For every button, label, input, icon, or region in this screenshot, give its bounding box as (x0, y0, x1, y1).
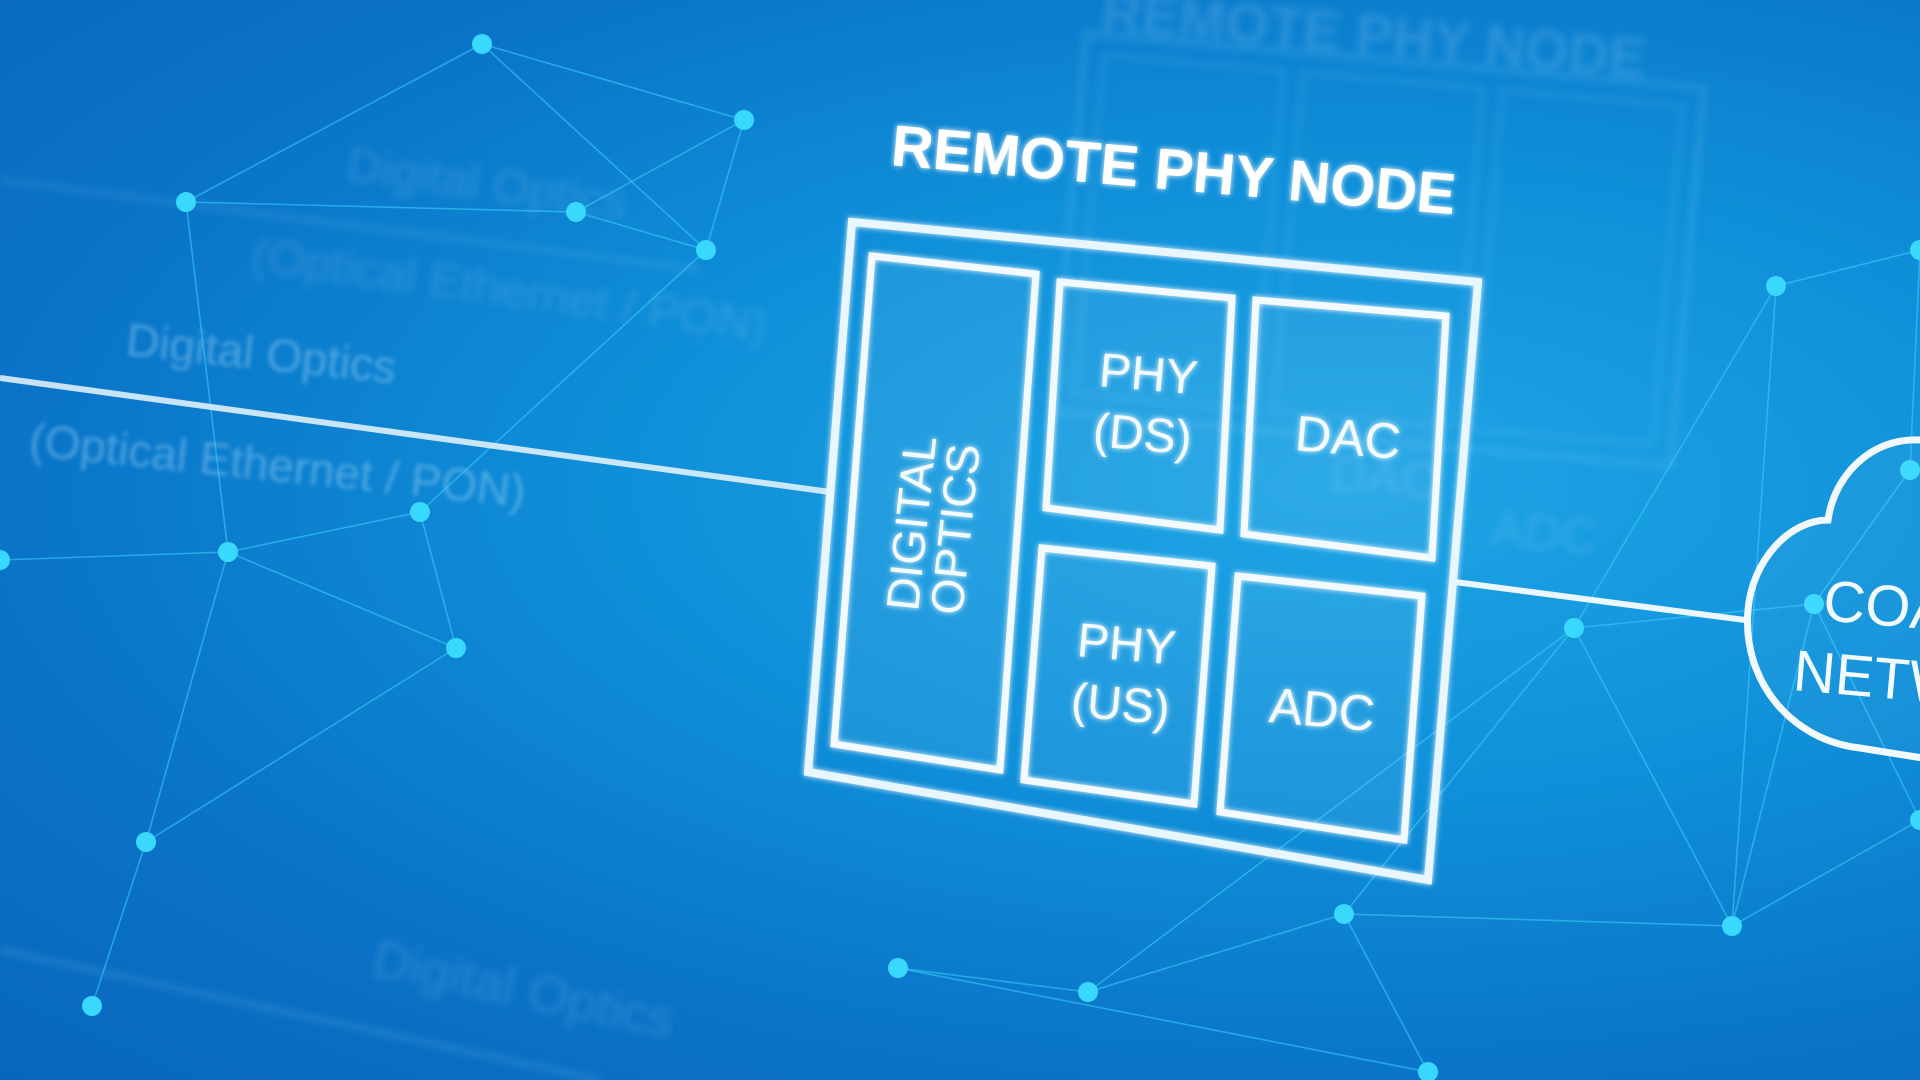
mesh-node (734, 110, 754, 130)
ghost-digital-optics-1: Digital Optics (343, 138, 630, 230)
mesh-node (472, 34, 492, 54)
mesh-node (136, 832, 156, 852)
mesh-link (1343, 913, 1429, 1073)
mesh-link (185, 201, 577, 213)
mesh-link (897, 967, 1089, 993)
network-mesh (0, 34, 1920, 1080)
node-title: REMOTE PHY NODE (889, 113, 1459, 227)
mesh-link (227, 551, 457, 649)
phy-ds-label-2: (DS) (1091, 404, 1194, 465)
ghost-node-frame (1049, 30, 1707, 470)
mesh-node (566, 202, 586, 222)
mesh-link (897, 967, 1429, 1073)
mesh-link (185, 201, 229, 553)
input-wire (0, 375, 831, 495)
mesh-node (410, 502, 430, 522)
connection-wires (0, 375, 1746, 623)
mesh-link (145, 551, 229, 843)
ghost-dac: DAC (1329, 445, 1439, 510)
mesh-link (481, 43, 745, 121)
mesh-node (1766, 276, 1786, 296)
mesh-link (1775, 249, 1920, 287)
mesh-link (91, 841, 147, 1007)
output-wire (1454, 579, 1746, 623)
remote-phy-node: REMOTE PHY NODE DIGITAL OPTICS PHY (DS) … (803, 113, 1483, 885)
mesh-link (1087, 627, 1575, 993)
phy-ds-label-1: PHY (1097, 344, 1200, 405)
mesh-link (1343, 913, 1733, 927)
mesh-node (1418, 1062, 1438, 1080)
mesh-node (446, 638, 466, 658)
mesh-link (419, 511, 457, 649)
mesh-node (1910, 810, 1920, 830)
mesh-node (1804, 594, 1824, 614)
mesh-node (1900, 460, 1920, 480)
mesh-link (1731, 603, 1815, 927)
mesh-link (481, 43, 707, 251)
mesh-node (1334, 904, 1354, 924)
mesh-node (1910, 240, 1920, 260)
dac-label: DAC (1293, 405, 1403, 470)
mesh-node (1564, 618, 1584, 638)
phy-us-label-1: PHY (1075, 614, 1178, 675)
mesh-node (1078, 982, 1098, 1002)
ghost-digital-optics-3: Digital Optics (368, 930, 680, 1050)
mesh-link (1731, 819, 1920, 927)
bg-digital-optics-2: Digital Optics (124, 313, 399, 393)
cloud-label-1: COA (1821, 568, 1920, 644)
mesh-link (1813, 469, 1911, 605)
mesh-link (1087, 913, 1345, 993)
mesh-link (705, 119, 745, 251)
digital-optics-block (830, 252, 1040, 775)
node-outer-frame (803, 217, 1483, 885)
mesh-link (227, 511, 421, 553)
cloud-shape (1744, 436, 1920, 762)
ghost-adc: ADC (1489, 500, 1599, 565)
mesh-link (1573, 627, 1733, 927)
phy-us-label-2: (US) (1069, 674, 1172, 735)
mesh-link (1813, 603, 1920, 821)
mesh-link (1731, 285, 1777, 927)
phy-ds-block (1042, 278, 1236, 534)
mesh-link (575, 211, 707, 251)
mesh-link (0, 551, 229, 561)
mesh-link (145, 647, 457, 843)
adc-label: ADC (1267, 677, 1377, 742)
mesh-node (218, 542, 238, 562)
mesh-node (888, 958, 908, 978)
cloud-label-2: NETW (1791, 638, 1920, 718)
mesh-link (1343, 627, 1575, 915)
mesh-link (575, 119, 745, 213)
mesh-node (176, 192, 196, 212)
dac-block (1240, 296, 1450, 562)
mesh-node (0, 550, 10, 570)
mesh-node (82, 996, 102, 1016)
mesh-link (185, 43, 483, 203)
adc-block (1216, 572, 1426, 845)
mesh-link (1909, 249, 1920, 471)
coax-network-cloud: COA NETW (1744, 436, 1920, 762)
phy-us-block (1020, 544, 1216, 808)
bg-ethernet-2: (Optical Ethernet / PON) (27, 413, 528, 517)
mesh-node (1722, 916, 1742, 936)
mesh-link (1573, 285, 1777, 629)
mesh-link (419, 249, 707, 513)
mesh-node (696, 240, 716, 260)
